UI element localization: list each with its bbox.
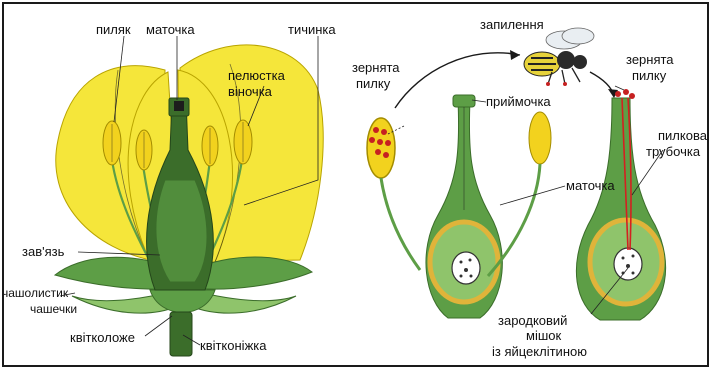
label-pedicel: квітконіжка	[200, 338, 267, 353]
ovary-left	[156, 180, 207, 282]
label-pistil-mid: маточка	[566, 178, 615, 193]
stamen-anther-detached	[367, 118, 395, 178]
label-embryo-sac-3: із яйцеклітиною	[492, 344, 587, 359]
label-pollen-left-2: пилку	[356, 76, 391, 91]
label-sepal-2: чашечки	[30, 302, 77, 316]
label-pollen-right-2: пилку	[632, 68, 667, 83]
stigma-middle	[453, 95, 475, 107]
label-embryo-sac-2: мішок	[526, 328, 561, 343]
label-corolla-petal-2: віночка	[228, 84, 273, 99]
anther-middle	[529, 112, 551, 164]
label-pollen-tube-2: трубочка	[646, 144, 701, 159]
stamen-filament-detached	[381, 178, 420, 270]
label-embryo-sac-1: зародковий	[498, 313, 567, 328]
flower-section: пиляк маточка тичинка пелюстка віночка з…	[2, 22, 336, 356]
pollination-section: запилення зернята пилку зернята пилку пр…	[352, 17, 708, 359]
stigma-tip	[174, 101, 184, 111]
label-pollination: запилення	[480, 17, 544, 32]
label-pistil: маточка	[146, 22, 195, 37]
label-ovary: зав'язь	[22, 244, 65, 259]
label-sepal-1: чашолистик	[2, 286, 69, 300]
label-pollen-left-1: зернята	[352, 60, 400, 75]
label-corolla-petal-1: пелюстка	[228, 68, 286, 83]
label-receptacle: квітколоже	[70, 330, 135, 345]
label-stamen: тичинка	[288, 22, 336, 37]
label-pollen-tube-1: пилкова	[658, 128, 708, 143]
label-anther: пиляк	[96, 22, 131, 37]
pedicel	[170, 312, 192, 356]
label-stigma: приймочка	[486, 94, 551, 109]
bee-icon	[524, 28, 594, 86]
label-pollen-right-1: зернята	[626, 52, 674, 67]
